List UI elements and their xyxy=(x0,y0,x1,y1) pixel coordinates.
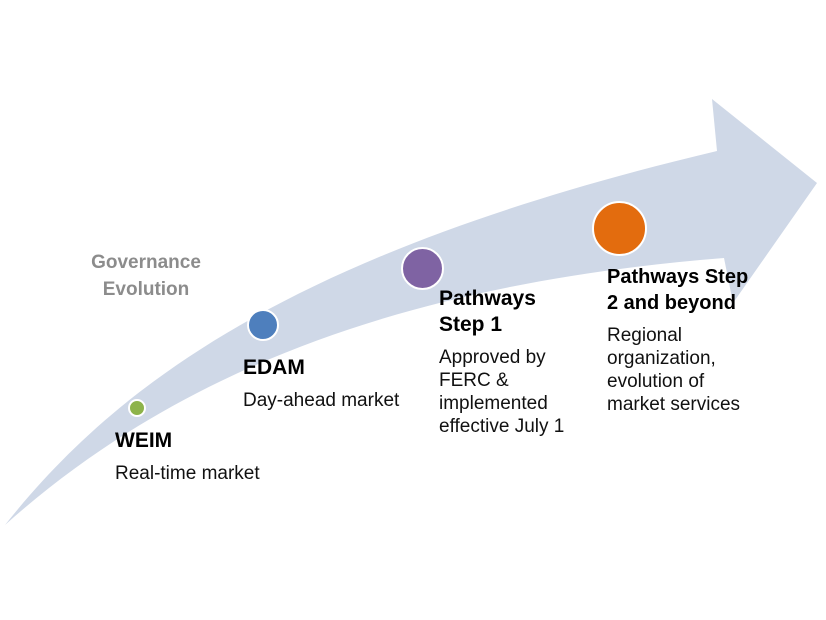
governance-evolution-heading: Governance Evolution xyxy=(91,252,201,300)
pathways-step1-marker xyxy=(401,247,444,290)
milestone-weim: WEIM Real-time market xyxy=(115,429,260,484)
weim-marker xyxy=(128,399,146,417)
pathways-step2-marker xyxy=(592,201,647,256)
milestone-pathways-step1: Pathways Step 1 Approved by FERC & imple… xyxy=(439,287,565,437)
edam-marker xyxy=(247,309,279,341)
milestone-pathways-step2: Pathways Step 2 and beyond Regional orga… xyxy=(607,266,749,415)
milestone-edam: EDAM Day-ahead market xyxy=(243,356,400,411)
